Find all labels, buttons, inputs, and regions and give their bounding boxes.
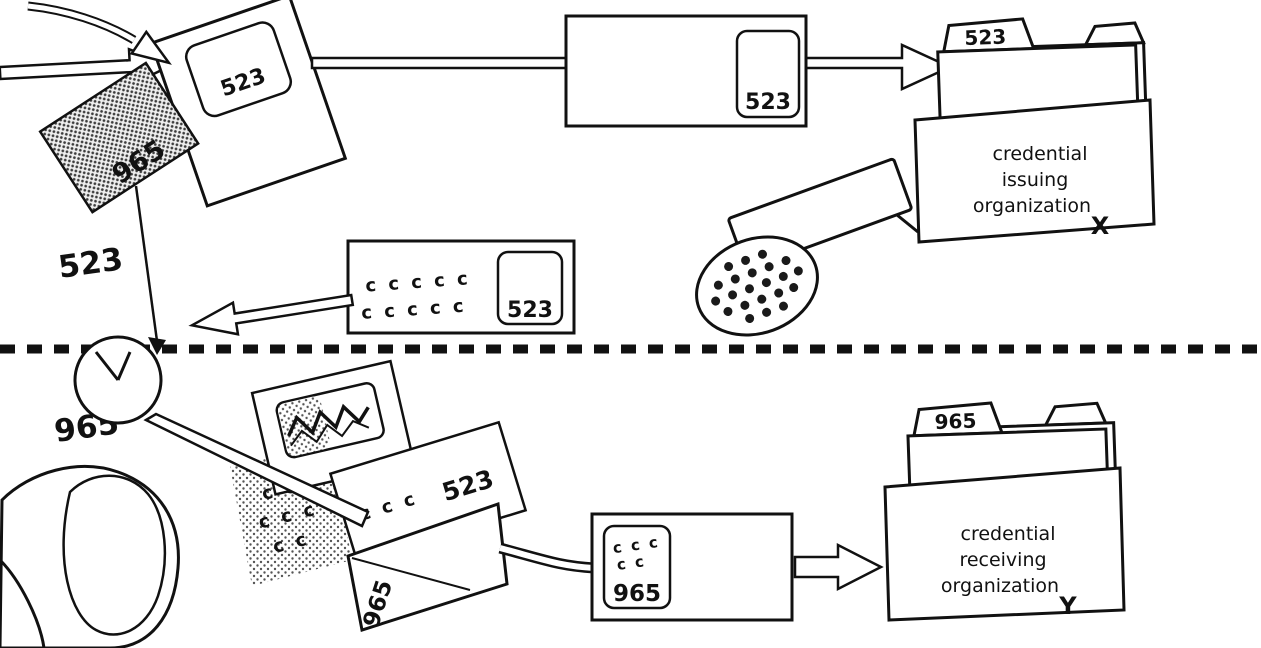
clock-hands [94, 351, 120, 381]
outgoing-envelope-window [602, 524, 672, 610]
fingernail [62, 474, 167, 636]
back-folder-tab-bottom [1043, 401, 1108, 427]
receiving-box-label-line3: organization [941, 575, 1059, 597]
pencil-icon [143, 412, 370, 528]
mailed-envelope-number: 523 [745, 90, 791, 115]
outgoing-envelope-number: 965 [613, 581, 661, 607]
back-folder-tab [1083, 21, 1146, 47]
pseudonym-523-label: 523 [56, 241, 125, 286]
issuing-folder-box: 523 credential issuing organization X [913, 17, 1156, 244]
receiving-box-label-line1: credential [961, 523, 1056, 545]
folder-tab-965-number: 965 [934, 409, 977, 434]
receiving-box-front [883, 466, 1126, 622]
issuing-box-front [913, 98, 1156, 244]
signed-envelope-number: 523 [507, 298, 553, 323]
receiving-folder-box: 965 credential receiving organization Y [883, 401, 1126, 622]
issuing-box-label-line1: credential [993, 143, 1088, 165]
signed-envelope-window [496, 250, 564, 326]
mailed-envelope: 523 [564, 14, 808, 128]
new-envelope-965: 965 [346, 501, 509, 632]
org-letter-x: X [1091, 212, 1110, 240]
outgoing-signature-row2: c c [616, 552, 647, 574]
entry-envelope-window [184, 21, 293, 118]
mailed-envelope-window [735, 29, 801, 119]
curved-entry-arrow-icon [27, 1, 172, 65]
issuing-box-label-line2: issuing [1002, 169, 1069, 191]
org-letter-y: Y [1058, 592, 1077, 620]
hand-icon [0, 465, 180, 648]
signed-envelope: 523 c c c c c c c c c c [346, 239, 576, 335]
outgoing-envelope: c c c c c 965 [590, 512, 794, 622]
zigzag-scribble [287, 403, 370, 437]
entry-envelope: 523 [149, 0, 348, 208]
card-to-clock-arrow [134, 185, 166, 355]
clock-icon [73, 335, 163, 425]
folder-tab-523-number: 523 [964, 25, 1007, 50]
transfer-arrow-bottom [793, 542, 884, 592]
connector-tube [498, 542, 595, 574]
showerhead-icon [695, 235, 819, 337]
signed-slip-523: c c c 523 [328, 420, 528, 564]
return-arrow [188, 293, 355, 336]
issuing-box-label-line3: organization [973, 195, 1091, 217]
receiving-box-label-line2: receiving [959, 549, 1046, 571]
